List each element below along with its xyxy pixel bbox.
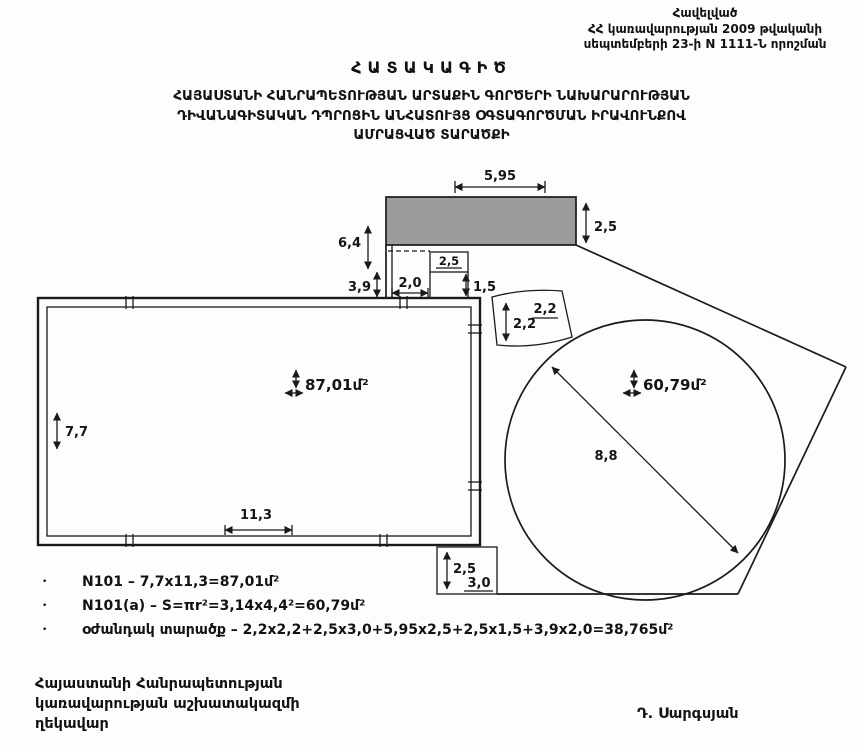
dim-wedge-w-label: 2,2 — [533, 302, 556, 317]
dim-step-width2-label: 2,0 — [398, 276, 421, 291]
dim-step-height: 3,9 — [348, 271, 381, 298]
main-room-outline — [36, 296, 482, 547]
notes-list: • N101 – 7,7x11,3=87,01մ² • N101(a) – S=… — [38, 572, 818, 644]
dim-step-width-label: 2,5 — [439, 254, 459, 268]
dim-wedge-h-label: 2,2 — [513, 317, 536, 332]
dim-step-height-label: 3,9 — [348, 280, 371, 295]
note-item: • օժանդակ տարածք – 2,2x2,2+2,5x3,0+5,95x… — [38, 620, 818, 644]
dim-room-height: 7,7 — [53, 412, 88, 450]
dim-step-height2-label: 1,5 — [473, 280, 496, 295]
annex-top-block — [385, 196, 577, 298]
annex-bottom-block: 2,5 3,0 — [436, 546, 498, 595]
dim-top-height: 2,5 — [582, 202, 617, 244]
subtitle-line-3: ԱՄՐԱՑՎԱԾ ՏԱՐԱԾՔԻ — [353, 127, 510, 143]
footer-office-line-3: ղեկավար — [35, 716, 109, 732]
footer-office-line-1: Հայաստանի Հանրապետության — [35, 676, 283, 692]
subtitle-line-1: ՀԱՅԱՍՏԱՆԻ ՀԱՆՐԱՊԵՏՈՒԹՅԱՆ ԱՐՏԱՔԻՆ ԳՈՐԾԵՐԻ… — [173, 88, 690, 104]
document-subtitle: ՀԱՅԱՍՏԱՆԻ ՀԱՆՐԱՊԵՏՈՒԹՅԱՆ ԱՐՏԱՔԻՆ ԳՈՐԾԵՐԻ… — [0, 87, 863, 146]
dim-top-width-label: 5,95 — [484, 169, 516, 184]
note-text-1: N101 – 7,7x11,3=87,01մ² — [82, 574, 280, 590]
bullet-dot: • — [42, 625, 48, 635]
appendix-line-2: ՀՀ կառավարության 2009 թվականի — [587, 21, 823, 36]
parcel-boundary — [497, 244, 847, 595]
note-text-2: N101(a) – S=πr²=3,14x4,4²=60,79մ² — [82, 598, 366, 614]
circle-room: 8,8 — [504, 319, 786, 601]
bullet-dot: • — [42, 577, 48, 587]
room-area-value: 87,01մ² — [305, 376, 369, 394]
dim-room-width-label: 11,3 — [240, 508, 272, 523]
note-item: • N101(a) – S=πr²=3,14x4,4²=60,79մ² — [38, 596, 818, 620]
signature-name: Դ. Սարգսյան — [637, 706, 739, 722]
page-title: ՀԱՏԱԿԱԳԻԾ — [351, 58, 512, 77]
wall-openings — [125, 296, 482, 547]
note-text-3: օժանդակ տարածք – 2,2x2,2+2,5x3,0+5,95x2,… — [82, 622, 674, 638]
dim-bottom-height-label: 2,5 — [453, 562, 476, 577]
area-label-room: 87,01մ² — [284, 369, 369, 397]
wedge-connector: 2,2 2,2 — [491, 289, 573, 347]
dim-bottom-width-label: 3,0 — [467, 576, 490, 591]
dim-circle-diameter-label: 8,8 — [594, 449, 617, 464]
dim-left-height: 6,4 — [338, 225, 372, 270]
dim-room-width: 11,3 — [224, 508, 293, 535]
dim-step-height2: 1,5 — [462, 273, 496, 297]
area-label-circle: 60,79մ² — [622, 369, 707, 397]
dim-left-height-label: 6,4 — [338, 236, 361, 251]
dim-step-width2: 2,0 — [391, 276, 429, 297]
dim-top-height-label: 2,5 — [594, 220, 617, 235]
note-item: • N101 – 7,7x11,3=87,01մ² — [38, 572, 818, 596]
step-box: 2,5 — [429, 251, 469, 298]
appendix-block: Հավելված ՀՀ կառավարության 2009 թվականի ս… — [552, 6, 858, 53]
dim-room-height-label: 7,7 — [65, 425, 88, 440]
appendix-line-1: Հավելված — [672, 6, 738, 20]
appendix-line-3: սեպտեմբերի 23-ի N 1111-Ն որոշման — [583, 37, 827, 51]
footer-office-line-2: կառավարության աշխատակազմի — [35, 696, 300, 712]
bullet-dot: • — [42, 601, 48, 611]
circle-area-value: 60,79մ² — [643, 376, 707, 394]
dim-top-width: 5,95 — [454, 169, 546, 193]
footer-office-block: Հայաստանի Հանրապետության կառավարության ա… — [35, 674, 300, 734]
subtitle-line-2: ԴԻՎԱՆԱԳԻՏԱԿԱՆ ԴՊՐՈՑԻՆ ԱՆՀԱՏՈՒՅՑ ՕԳՏԱԳՈՐԾ… — [177, 107, 686, 124]
